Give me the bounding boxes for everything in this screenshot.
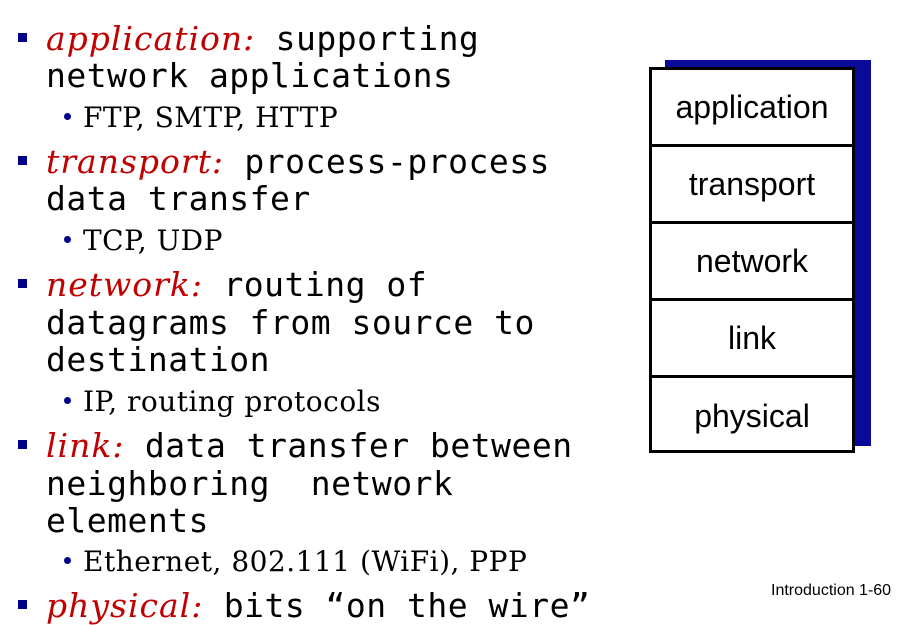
bullet-text: routing of [223, 265, 428, 304]
sub-bullet-text: IP, routing protocols [83, 385, 382, 418]
bullet-physical-line-1: physical: bits “on the wire” [46, 587, 590, 624]
layer-network: network [652, 224, 852, 301]
bullet-application-line-1: application: supporting [46, 20, 479, 57]
bullet-link-line-3: elements [46, 502, 209, 539]
bullet-transport-line-2: data transfer [46, 180, 311, 217]
layer-transport: transport [652, 147, 852, 224]
sub-bullet-transport: TCP, UDP [64, 225, 223, 257]
bullet-link-line-1: link: data transfer between [46, 427, 573, 464]
bullet-marker [18, 600, 27, 609]
sub-bullet-text: TCP, UDP [83, 224, 223, 257]
sub-bullet-dot [64, 113, 71, 120]
bullet-marker [18, 279, 27, 288]
protocol-stack: application transport network link physi… [649, 67, 855, 453]
bullet-network-line-3: destination [46, 341, 270, 378]
bullet-text: data transfer between [144, 426, 573, 465]
sub-bullet-text: FTP, SMTP, HTTP [83, 101, 339, 134]
bullet-text: data transfer [46, 179, 311, 218]
bullet-text: datagrams from source to [46, 303, 535, 342]
term-network: network: [46, 265, 204, 304]
sub-bullet-application: FTP, SMTP, HTTP [64, 102, 338, 134]
bullet-text: supporting [275, 19, 480, 58]
bullet-text: bits “on the wire” [223, 586, 591, 625]
term-link: link: [46, 426, 125, 465]
bullet-transport-line-1: transport: process-process [46, 143, 550, 180]
layer-link: link [652, 301, 852, 378]
sub-bullet-link: Ethernet, 802.111 (WiFi), PPP [64, 546, 527, 578]
sub-bullet-network: IP, routing protocols [64, 386, 381, 418]
layer-application: application [652, 70, 852, 147]
bullet-marker [18, 33, 27, 42]
bullet-network-line-2: datagrams from source to [46, 304, 535, 341]
slide-footer-label: Introduction 1-60 [771, 582, 892, 599]
bullet-application-line-2: network applications [46, 57, 453, 94]
term-application: application: [46, 19, 256, 58]
bullet-text: elements [46, 501, 209, 540]
bullet-text: process-process [244, 142, 550, 181]
sub-bullet-text: Ethernet, 802.111 (WiFi), PPP [83, 545, 528, 578]
bullet-link-line-2: neighboring network [46, 465, 453, 502]
bullet-text: destination [46, 340, 271, 379]
layer-description-list: application: supporting network applicat… [18, 20, 590, 624]
term-transport: transport: [46, 142, 225, 181]
sub-bullet-dot [64, 236, 71, 243]
bullet-text: network applications [46, 56, 454, 95]
bullet-marker [18, 440, 27, 449]
bullet-text: neighboring network [46, 464, 454, 503]
term-physical: physical: [46, 586, 204, 625]
bullet-network-line-1: network: routing of [46, 266, 427, 303]
layer-physical: physical [694, 398, 810, 434]
sub-bullet-dot [64, 557, 71, 564]
sub-bullet-dot [64, 397, 71, 404]
bullet-marker [18, 156, 27, 165]
